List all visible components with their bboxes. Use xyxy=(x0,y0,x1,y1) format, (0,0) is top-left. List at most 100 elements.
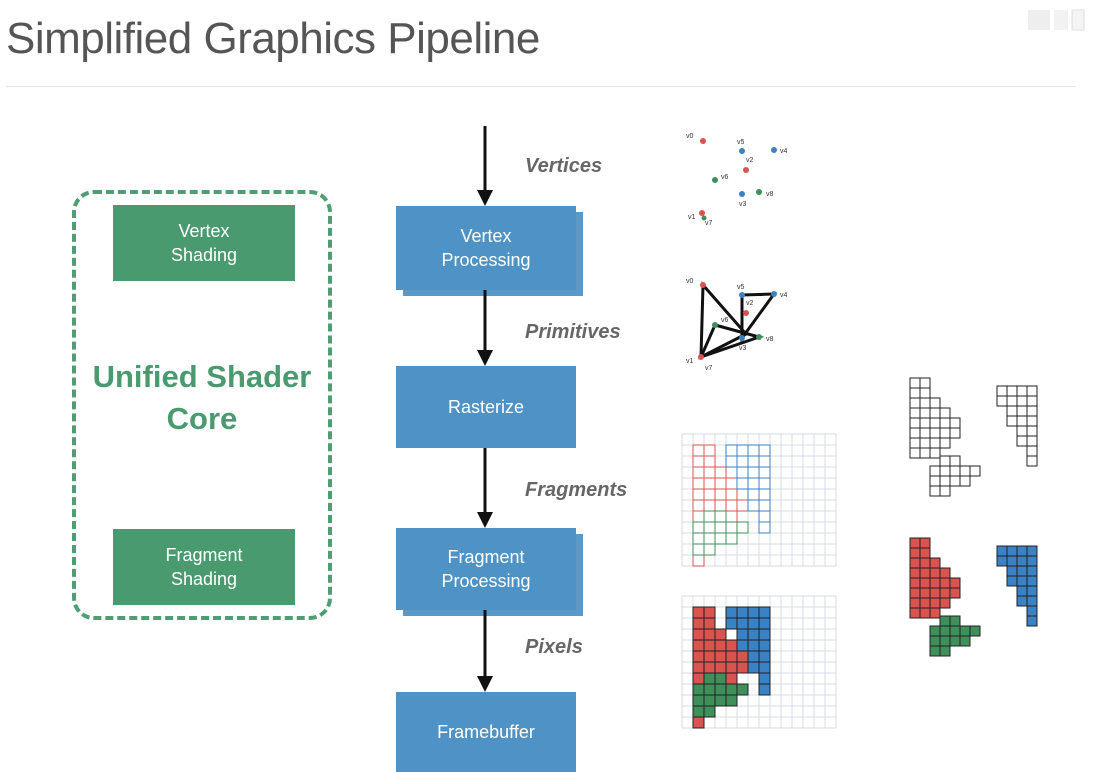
shape-cell xyxy=(1006,385,1018,397)
shape-cell xyxy=(909,397,921,409)
fragment-cell xyxy=(703,650,716,663)
pixels-grid xyxy=(681,595,837,729)
shape-cell xyxy=(1016,405,1028,417)
shape-cell xyxy=(996,385,1008,397)
rasterize-stage: Rasterize xyxy=(396,366,576,448)
shape-cell xyxy=(909,447,921,459)
shape-cell xyxy=(919,447,931,459)
arrowhead-2 xyxy=(477,350,493,366)
shape-cell xyxy=(909,577,921,589)
fragment-outline xyxy=(736,521,749,534)
arrowhead-3 xyxy=(477,512,493,528)
shape-cell xyxy=(929,625,941,637)
shape-cell xyxy=(969,625,981,637)
shape-cell xyxy=(939,427,951,439)
shape-cell xyxy=(949,577,961,589)
shape-cell xyxy=(1016,385,1028,397)
shape-cell xyxy=(1006,575,1018,587)
primitive-label-v5: v5 xyxy=(737,284,745,291)
shape-cell xyxy=(919,567,931,579)
primitive-label-v8: v8 xyxy=(766,336,774,343)
shape-cell xyxy=(929,427,941,439)
primitives-triangles: v0 v5 v4 v2 v6 v3 v8 v1 v7 xyxy=(686,278,788,372)
shape-cell xyxy=(1026,435,1038,447)
shape-cell xyxy=(919,577,931,589)
fragment-cell xyxy=(758,617,771,630)
fragment-cell xyxy=(692,606,705,619)
shape-cell xyxy=(996,395,1008,407)
shape-cell xyxy=(939,475,951,487)
shape-cell xyxy=(1016,435,1028,447)
fragment-cell xyxy=(692,694,705,707)
shape-cell xyxy=(929,447,941,459)
shape-cell xyxy=(929,607,941,619)
shape-cell xyxy=(909,377,921,389)
shape-cell xyxy=(949,625,961,637)
shape-cell xyxy=(1016,575,1028,587)
shape-cell xyxy=(929,417,941,429)
shape-cell xyxy=(939,465,951,477)
shape-cell xyxy=(1016,415,1028,427)
shape-cell xyxy=(1006,395,1018,407)
slide-corner-icon xyxy=(1028,9,1085,31)
fragment-cell xyxy=(714,683,727,696)
flow-label-primitives: Primitives xyxy=(525,321,621,343)
fragment-cell xyxy=(736,617,749,630)
shape-cell xyxy=(919,587,931,599)
shape-cell xyxy=(909,417,921,429)
fragment-cell xyxy=(714,650,727,663)
fragment-outline xyxy=(703,543,716,556)
shape-cell xyxy=(919,547,931,559)
fragment-cell xyxy=(692,716,705,729)
shape-cell xyxy=(949,587,961,599)
shape-cell xyxy=(909,387,921,399)
fragment-cell xyxy=(714,694,727,707)
shape-cell xyxy=(969,465,981,477)
fragment-shading-box: Fragment Shading xyxy=(113,529,295,605)
vertex-label-v4: v4 xyxy=(780,148,788,155)
fragment-cell xyxy=(703,628,716,641)
primitive-label-v1: v1 xyxy=(686,358,694,365)
shape-cell xyxy=(909,557,921,569)
shape-cell xyxy=(929,397,941,409)
shape-cell xyxy=(1026,405,1038,417)
fragment-cell xyxy=(747,606,760,619)
fragment-cell xyxy=(758,661,771,674)
fragment-cell xyxy=(725,650,738,663)
shape-cell xyxy=(949,465,961,477)
fragment-cell xyxy=(747,628,760,641)
shape-cell xyxy=(929,597,941,609)
shape-cell xyxy=(929,635,941,647)
fragment-cell xyxy=(747,617,760,630)
fragment-cell xyxy=(714,639,727,652)
shape-cell xyxy=(1026,565,1038,577)
shape-cell xyxy=(919,537,931,549)
shape-cell xyxy=(909,427,921,439)
shape-cell xyxy=(1026,425,1038,437)
fragment-processing-stage: Fragment Processing xyxy=(396,528,576,610)
fragment-cell xyxy=(714,661,727,674)
primitive-label-v6: v6 xyxy=(721,317,729,324)
fragment-cell xyxy=(725,639,738,652)
slide-title: Simplified Graphics Pipeline xyxy=(6,14,540,63)
fragment-cell xyxy=(758,650,771,663)
shape-cell xyxy=(909,437,921,449)
fragment-cell xyxy=(692,672,705,685)
shape-cell xyxy=(939,635,951,647)
shape-cell xyxy=(939,407,951,419)
shape-cell xyxy=(949,615,961,627)
unified-shader-core-frame xyxy=(72,190,332,620)
shape-cell xyxy=(949,455,961,467)
fragment-cell xyxy=(692,628,705,641)
vertex-shading-box: Vertex Shading xyxy=(113,205,295,281)
shape-cell xyxy=(939,455,951,467)
fragment-cell xyxy=(725,661,738,674)
fragment-cell xyxy=(758,628,771,641)
flow-label-fragments: Fragments xyxy=(525,479,628,501)
shape-cell xyxy=(1026,445,1038,457)
right-side-fragment-shapes xyxy=(909,377,1038,657)
shape-cell xyxy=(1026,385,1038,397)
shape-cell xyxy=(929,577,941,589)
shape-cell xyxy=(1016,565,1028,577)
shape-cell xyxy=(939,437,951,449)
